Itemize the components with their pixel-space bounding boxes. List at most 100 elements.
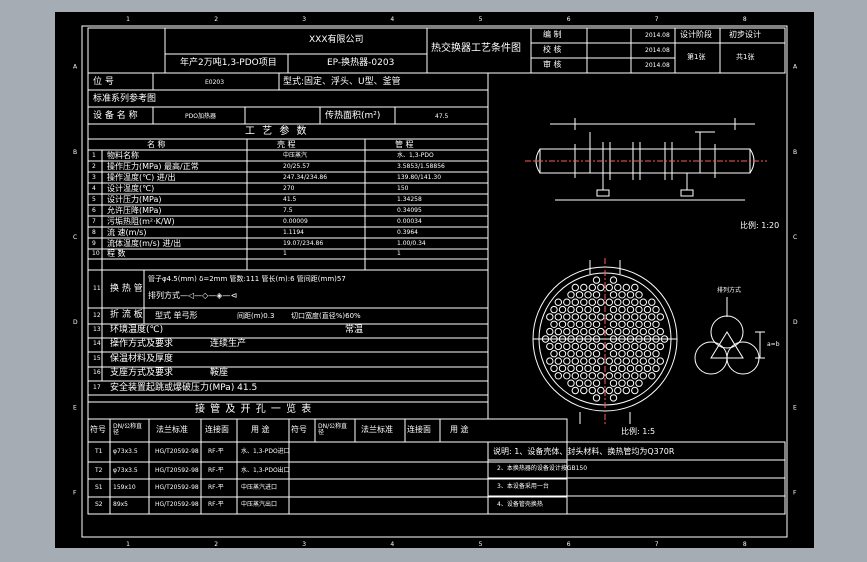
tube-hole (554, 342, 562, 351)
nozzle-use: 中压蒸汽进口 (241, 484, 278, 491)
nozzle-table-frame (87, 418, 568, 515)
nozzle-dn: φ73x3.5 (113, 448, 138, 455)
tube-hole (609, 350, 618, 358)
tube-hole (554, 327, 562, 336)
param-no: 3 (92, 174, 96, 181)
tube-hole (622, 298, 630, 306)
pitch-detail-label: 排列方式 (717, 287, 742, 294)
param-no: 1 (92, 152, 96, 159)
grid-column-number: 6 (567, 16, 571, 23)
tube-hole (614, 298, 622, 306)
drawing-title: 热交换器工艺条件图 (431, 43, 521, 54)
tube-hole (567, 320, 575, 328)
grid-row-letter: E (73, 404, 77, 411)
nozzle-symbol: T1 (95, 448, 103, 455)
grid-column-number: 1 (126, 541, 130, 548)
row11-no: 11 (93, 285, 101, 292)
tube-hole (609, 276, 618, 284)
row12-type: 型式 单弓形 (155, 311, 198, 320)
nozzle-header-std: 法兰标准 (156, 425, 188, 434)
param-no: 6 (92, 207, 96, 214)
grid-column-number: 3 (302, 541, 306, 548)
tube-hole (639, 357, 647, 365)
tube-hole (567, 305, 575, 314)
pitch-dimension-label: a=b (767, 341, 780, 348)
param-name: 流体温度(m/s) 进/出 (107, 239, 182, 248)
tube-hole (648, 372, 656, 380)
tube-hole (563, 372, 571, 380)
tube-hole (550, 350, 558, 358)
tube-hole (652, 335, 660, 343)
row14-label: 操作方式及要求 (110, 339, 174, 349)
grid-column-number: 4 (390, 541, 394, 548)
nozzle-use: 水、1,3-PDO进口 (241, 448, 290, 455)
param-name: 操作温度(℃) 进/出 (107, 173, 176, 182)
tube-hole (584, 364, 592, 373)
param-no: 5 (92, 196, 96, 203)
section-view-scale: 比例: 1:5 (621, 427, 656, 436)
date-checked: 2014.08 (645, 47, 670, 54)
nozzle-face: RF-平 (208, 467, 224, 474)
tube-hole (618, 379, 626, 387)
tube-hole (575, 379, 584, 387)
tube-hole (622, 327, 630, 336)
equipment-label: 设 备 名 称 (93, 111, 138, 121)
tube-hole (554, 313, 562, 321)
tube-hole (592, 379, 601, 387)
tube-hole (550, 305, 558, 314)
tube-hole (580, 386, 588, 395)
tube-hole (609, 335, 618, 343)
tube-hole (605, 313, 613, 321)
tube-hole (635, 364, 643, 373)
tube-hole (618, 335, 626, 343)
tube-hole (614, 313, 622, 321)
row11-label: 换 热 管 (110, 284, 143, 294)
tube-hole (550, 320, 558, 328)
tube-hole (626, 379, 635, 387)
row12-label: 折 流 板 (110, 310, 143, 320)
tube-hole (567, 379, 575, 387)
row16-no: 16 (93, 369, 101, 376)
row12-spacing: 间距(m)0.3 (237, 312, 275, 320)
grid-column-number: 8 (743, 541, 747, 548)
project-name: 年产2万吨1,3-PDO项目 (180, 58, 277, 68)
tube-hole (580, 372, 588, 380)
tube-hole (622, 357, 630, 365)
tube-hole (580, 342, 588, 351)
grid-row-letter: F (793, 489, 797, 496)
nozzle-header-symbol-2: 符号 (291, 425, 307, 434)
tube-hole (635, 291, 643, 299)
tube-hole (592, 394, 601, 402)
param-tube-value: 0.3964 (397, 229, 418, 236)
param-tube-value: 150 (397, 185, 409, 192)
nozzle-dn: 89x5 (113, 501, 129, 508)
param-name: 污垢热阻(m²·K/W) (107, 217, 175, 226)
param-no: 2 (92, 163, 96, 170)
param-shell-value: 1.1194 (283, 229, 304, 236)
tube-hole (592, 276, 601, 284)
param-name: 设计压力(MPa) (107, 195, 162, 204)
area-value: 47.5 (435, 113, 449, 120)
grid-row-letter: A (73, 64, 78, 71)
tube-pitch-detail (694, 297, 765, 375)
tube-hole (554, 298, 562, 306)
nozzle-header-dn-2: DN/公称直径 (318, 423, 348, 436)
area-label: 传热面积(m²) (325, 111, 381, 121)
grid-column-number: 5 (479, 16, 483, 23)
tube-hole (626, 350, 635, 358)
tube-hole (605, 327, 613, 336)
tube-hole (618, 320, 626, 328)
sheet-number: 第1张 (687, 53, 706, 61)
col-header-name: 名 称 (147, 140, 166, 149)
tube-hole (592, 335, 601, 343)
tube-hole (580, 357, 588, 365)
tube-hole (643, 320, 652, 328)
tube-hole (605, 283, 613, 292)
param-shell-value: 中压蒸汽 (283, 152, 308, 159)
row12-cut: 切口宽度(直径%)60% (291, 312, 361, 320)
tube-hole (571, 327, 579, 336)
tube-hole (614, 283, 622, 292)
nozzle-header-std-2: 法兰标准 (361, 425, 393, 434)
tube-hole (550, 335, 558, 343)
